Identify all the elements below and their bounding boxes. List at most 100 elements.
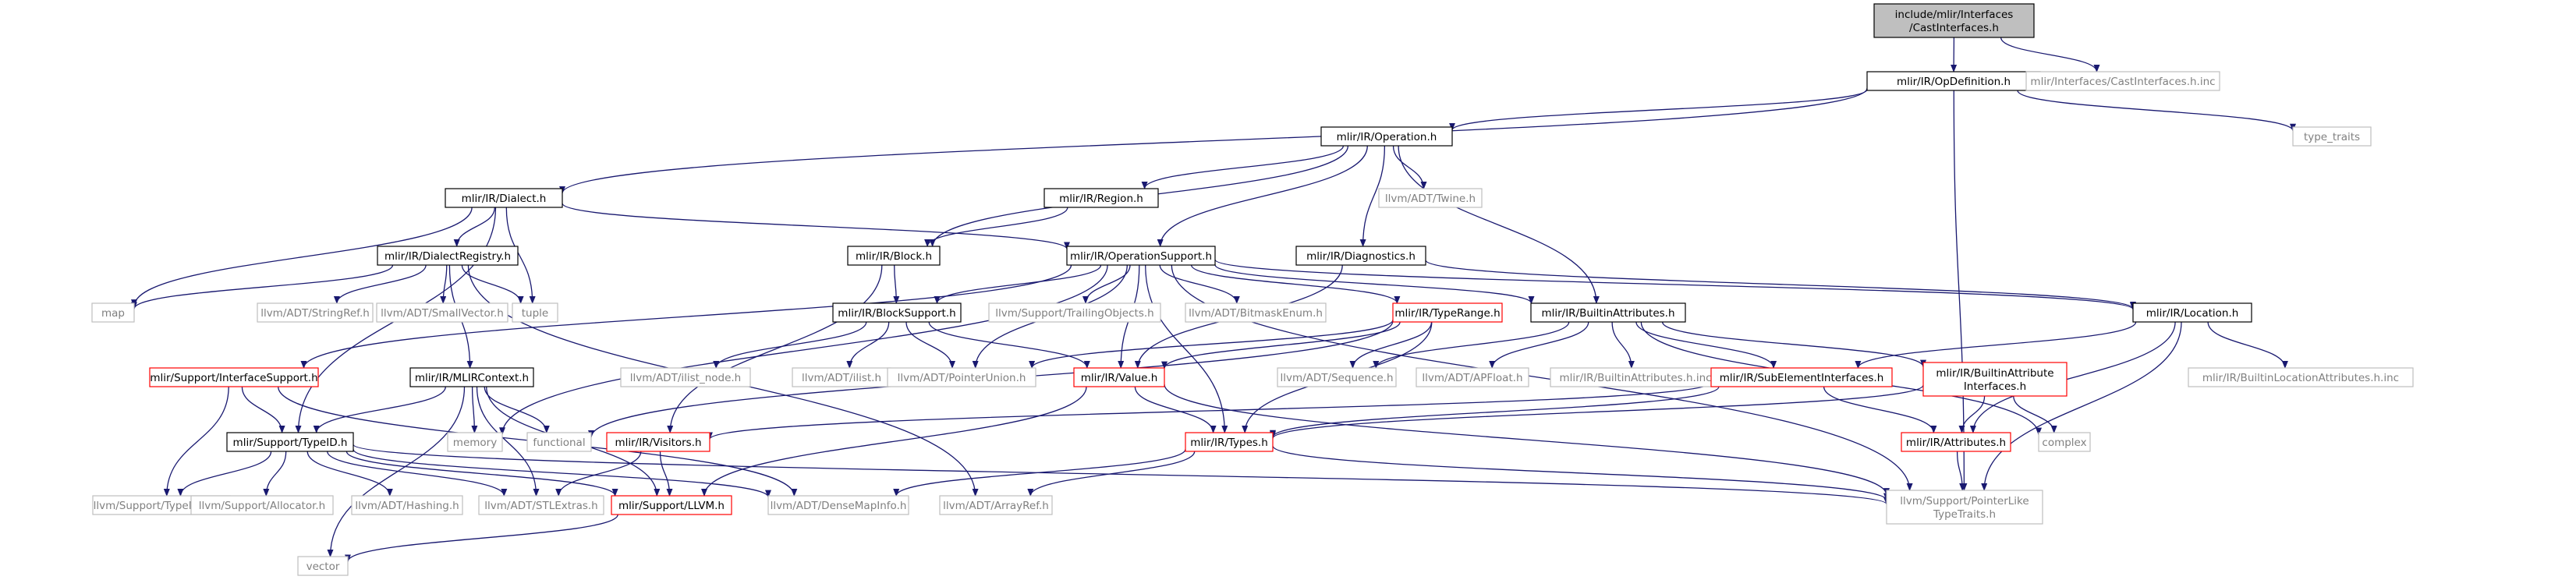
- node-label: mlir/IR/BlockSupport.h: [838, 307, 955, 320]
- node-memory: memory: [447, 432, 503, 452]
- node-attributes[interactable]: mlir/IR/Attributes.h: [1901, 432, 2011, 452]
- node-opsupport[interactable]: mlir/IR/OperationSupport.h: [1066, 246, 1216, 266]
- edge-types-to-densemapinfo: [893, 448, 1186, 497]
- node-label: functional: [533, 437, 585, 449]
- node-label: TypeTraits.h: [1933, 508, 1996, 521]
- node-label: llvm/ADT/ilist.h: [802, 372, 881, 384]
- node-label: mlir/IR/Types.h: [1190, 437, 1268, 449]
- edge-attributes-to-ptrliketraits: [1956, 451, 1966, 491]
- node-label: llvm/ADT/StringRef.h: [260, 307, 370, 320]
- node-box: [91, 302, 135, 323]
- edge-opsupport-to-ifacesupport: [300, 264, 1072, 369]
- node-box: [988, 302, 1161, 323]
- edge-builtinattrs-to-builtinattrifaces: [1661, 321, 1926, 368]
- node-typeid[interactable]: mlir/Support/TypeID.h: [226, 432, 354, 452]
- node-value[interactable]: mlir/IR/Value.h: [1073, 367, 1165, 387]
- node-label: llvm/ADT/APFloat.h: [1422, 372, 1522, 384]
- edge-ifacesupport-to-typename: [163, 386, 229, 497]
- node-sequence: llvm/ADT/Sequence.h: [1277, 367, 1397, 387]
- node-label: mlir/IR/MLIRContext.h: [415, 372, 529, 384]
- edge-typeid-to-allocator: [263, 451, 287, 497]
- node-box: [478, 495, 604, 515]
- node-box: [2132, 302, 2252, 323]
- node-trailing: llvm/Support/TrailingObjects.h: [988, 302, 1161, 323]
- node-hashing: llvm/ADT/Hashing.h: [351, 495, 463, 515]
- node-box: [1044, 188, 1159, 208]
- node-box: [1392, 302, 1503, 323]
- node-diagnostics[interactable]: mlir/IR/Diagnostics.h: [1295, 246, 1426, 266]
- edge-location-to-attributes: [1969, 321, 2176, 433]
- node-label: mlir/IR/Dialect.h: [462, 193, 547, 205]
- node-typerange[interactable]: mlir/IR/TypeRange.h: [1392, 302, 1503, 323]
- node-label: mlir/IR/Value.h: [1081, 372, 1158, 384]
- node-ilistnode: llvm/ADT/ilist_node.h: [620, 367, 751, 387]
- edge-subelem-to-types: [1270, 386, 1720, 438]
- node-allocator: llvm/Support/Allocator.h: [190, 495, 334, 515]
- node-box: [377, 246, 519, 266]
- node-opdef[interactable]: mlir/IR/OpDefinition.h: [1866, 71, 2041, 91]
- node-builtinattrsinc: mlir/IR/BuiltinAttributes.h.inc: [1550, 367, 1721, 387]
- node-label: include/mlir/Interfaces: [1895, 9, 2014, 21]
- node-label: llvm/ADT/BitmaskEnum.h: [1189, 307, 1323, 320]
- node-box: [1185, 432, 1274, 452]
- edge-dialect-to-dialectreg: [453, 207, 495, 247]
- edge-typeid-to-typename: [177, 451, 272, 497]
- node-box: [2188, 367, 2414, 387]
- edge-builtinattrifaces-to-attributes: [1958, 395, 1986, 433]
- node-label: llvm/ADT/SmallVector.h: [381, 307, 504, 320]
- nodes-layer: include/mlir/Interfaces/CastInterfaces.h…: [91, 3, 2414, 576]
- node-block[interactable]: mlir/IR/Block.h: [847, 246, 941, 266]
- node-label: llvm/ADT/DenseMapInfo.h: [771, 500, 907, 512]
- node-label: mlir/IR/DialectRegistry.h: [384, 250, 511, 263]
- edge-dialectreg-to-stringref: [333, 264, 427, 304]
- edge-mlircontext-to-typeid: [313, 386, 446, 433]
- node-location[interactable]: mlir/IR/Location.h: [2132, 302, 2252, 323]
- node-dialectreg[interactable]: mlir/IR/DialectRegistry.h: [377, 246, 519, 266]
- node-box: [832, 302, 962, 323]
- node-box: [1073, 367, 1165, 387]
- node-box: [2038, 432, 2091, 452]
- node-label: mlir/IR/Location.h: [2146, 307, 2239, 320]
- edge-value-to-ptrliketraits: [1164, 384, 1890, 497]
- node-cast[interactable]: include/mlir/Interfaces/CastInterfaces.h: [1873, 3, 2035, 38]
- node-llvmh[interactable]: mlir/Support/LLVM.h: [611, 495, 732, 515]
- node-label: mlir/IR/Attributes.h: [1906, 437, 2006, 449]
- node-box: [767, 495, 909, 515]
- edge-opsupport-to-location: [1214, 259, 2136, 310]
- node-label: llvm/ADT/Hashing.h: [355, 500, 459, 512]
- node-region[interactable]: mlir/IR/Region.h: [1044, 188, 1159, 208]
- edge-operation-to-region: [1141, 145, 1345, 189]
- node-box: [226, 432, 354, 452]
- node-dialect[interactable]: mlir/IR/Dialect.h: [445, 188, 563, 208]
- node-builtinattrs[interactable]: mlir/IR/BuiltinAttributes.h: [1530, 302, 1686, 323]
- node-label: mlir/IR/OperationSupport.h: [1070, 250, 1212, 263]
- edge-types-to-arrayref: [1027, 451, 1196, 497]
- node-box: [2292, 126, 2372, 147]
- edge-typerange-to-ptrunion: [1029, 320, 1394, 369]
- node-map: map: [91, 302, 135, 323]
- edge-dialectreg-to-tuple: [461, 264, 524, 304]
- node-subelem[interactable]: mlir/IR/SubElementInterfaces.h: [1710, 367, 1893, 387]
- node-mlircontext[interactable]: mlir/IR/MLIRContext.h: [409, 367, 534, 387]
- node-operation[interactable]: mlir/IR/Operation.h: [1320, 126, 1453, 147]
- edge-location-to-ptrliketraits: [1981, 321, 2182, 491]
- node-box: [447, 432, 503, 452]
- node-ifacesupport[interactable]: mlir/Support/InterfaceSupport.h: [149, 367, 319, 387]
- node-label: mlir/IR/Diagnostics.h: [1306, 250, 1416, 263]
- edge-subelem-to-visitors: [707, 382, 1712, 440]
- node-blocksupport[interactable]: mlir/IR/BlockSupport.h: [832, 302, 962, 323]
- node-visitors[interactable]: mlir/IR/Visitors.h: [606, 432, 710, 452]
- node-types[interactable]: mlir/IR/Types.h: [1185, 432, 1274, 452]
- edge-value-to-types: [1134, 386, 1217, 433]
- edge-typerange-to-value: [1161, 321, 1401, 370]
- node-box: [351, 495, 463, 515]
- node-label: mlir/IR/BuiltinAttribute: [1936, 367, 2053, 380]
- edge-visitors-to-llvmh: [659, 451, 673, 497]
- edges-layer: [131, 37, 2296, 563]
- node-label: mlir/IR/TypeRange.h: [1394, 307, 1500, 320]
- node-stlextras: llvm/ADT/STLExtras.h: [478, 495, 604, 515]
- edge-dialectreg-to-map: [131, 264, 394, 310]
- node-box: [611, 495, 732, 515]
- node-box: [1320, 126, 1453, 147]
